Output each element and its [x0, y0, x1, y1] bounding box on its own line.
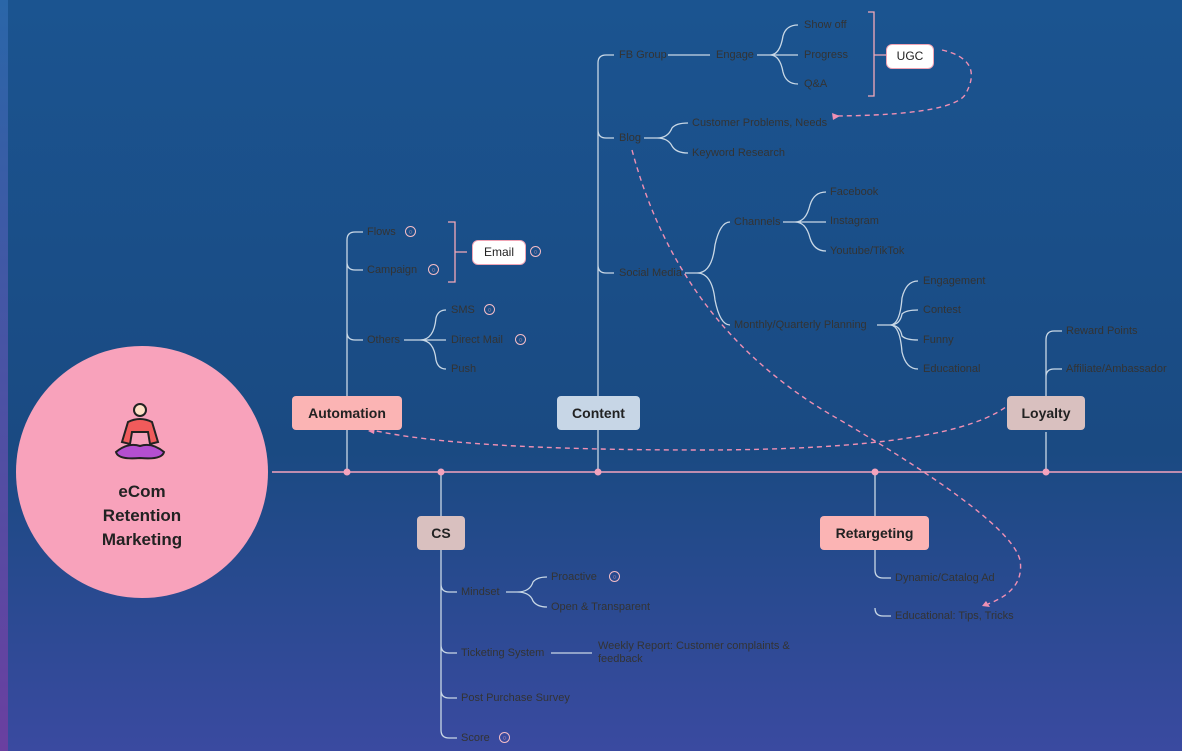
topic-reward-points[interactable]: Reward Points — [1066, 325, 1138, 337]
callout-ugc[interactable]: UGC — [886, 44, 934, 69]
topic-affiliate[interactable]: Affiliate/Ambassador — [1066, 363, 1167, 375]
topic-funny[interactable]: Funny — [923, 334, 954, 346]
note-badge[interactable]: ○ — [515, 334, 526, 345]
topic-flows[interactable]: Flows — [367, 226, 396, 238]
topic-blog[interactable]: Blog — [619, 132, 642, 144]
topic-engage[interactable]: Engage — [716, 49, 754, 61]
topic-qa[interactable]: Q&A — [804, 78, 828, 90]
note-badge[interactable]: ○ — [484, 304, 495, 315]
central-topic-circle[interactable] — [16, 346, 268, 598]
topic-push[interactable]: Push — [451, 363, 477, 375]
topic-direct-mail[interactable]: Direct Mail — [451, 334, 503, 346]
branch-content[interactable]: Content — [557, 396, 640, 430]
topic-contest[interactable]: Contest — [923, 304, 961, 316]
branch-automation[interactable]: Automation — [292, 396, 402, 430]
topic-educational-tips[interactable]: Educational: Tips, Tricks — [895, 610, 1014, 622]
meditation-icon — [114, 403, 166, 460]
topic-weekly-report[interactable]: Weekly Report: Customer complaints & fee… — [598, 640, 790, 665]
topic-fb-group[interactable]: FB Group — [619, 49, 667, 61]
note-badge[interactable]: ○ — [499, 732, 510, 743]
topic-keyword-research[interactable]: Keyword Research — [692, 147, 785, 159]
topic-progress[interactable]: Progress — [804, 49, 849, 61]
branch-loyalty[interactable]: Loyalty — [1007, 396, 1085, 430]
note-badge[interactable]: ○ — [405, 226, 416, 237]
topic-ticketing[interactable]: Ticketing System — [461, 647, 545, 659]
topic-engagement[interactable]: Engagement — [923, 275, 986, 287]
topic-youtube-tiktok[interactable]: Youtube/TikTok — [830, 245, 905, 257]
branch-cs[interactable]: CS — [417, 516, 465, 550]
callout-email[interactable]: Email — [472, 240, 526, 265]
topic-social-media[interactable]: Social Media — [619, 267, 682, 279]
topic-open-transparent[interactable]: Open & Transparent — [551, 601, 651, 613]
topic-sms[interactable]: SMS — [451, 304, 475, 316]
topic-instagram[interactable]: Instagram — [830, 215, 879, 227]
topic-planning[interactable]: Monthly/Quarterly Planning — [734, 319, 867, 331]
topic-dynamic-ad[interactable]: Dynamic/Catalog Ad — [895, 572, 995, 584]
note-badge[interactable]: ○ — [530, 246, 541, 257]
topic-post-purchase-survey[interactable]: Post Purchase Survey — [461, 692, 570, 704]
topic-proactive[interactable]: Proactive — [551, 571, 597, 583]
topic-others[interactable]: Others — [367, 334, 401, 346]
branch-retargeting[interactable]: Retargeting — [820, 516, 929, 550]
topic-mindset[interactable]: Mindset — [461, 586, 500, 598]
note-badge[interactable]: ○ — [609, 571, 620, 582]
topic-facebook[interactable]: Facebook — [830, 186, 879, 198]
topic-customer-problems[interactable]: Customer Problems, Needs — [692, 117, 828, 129]
topic-score[interactable]: Score — [461, 732, 490, 744]
note-badge[interactable]: ○ — [428, 264, 439, 275]
central-topic-title: eCom Retention Marketing — [101, 482, 183, 549]
topic-show-off[interactable]: Show off — [804, 19, 847, 31]
topic-campaign[interactable]: Campaign — [367, 264, 418, 276]
topic-channels[interactable]: Channels — [734, 216, 781, 228]
topic-educational[interactable]: Educational — [923, 363, 981, 375]
